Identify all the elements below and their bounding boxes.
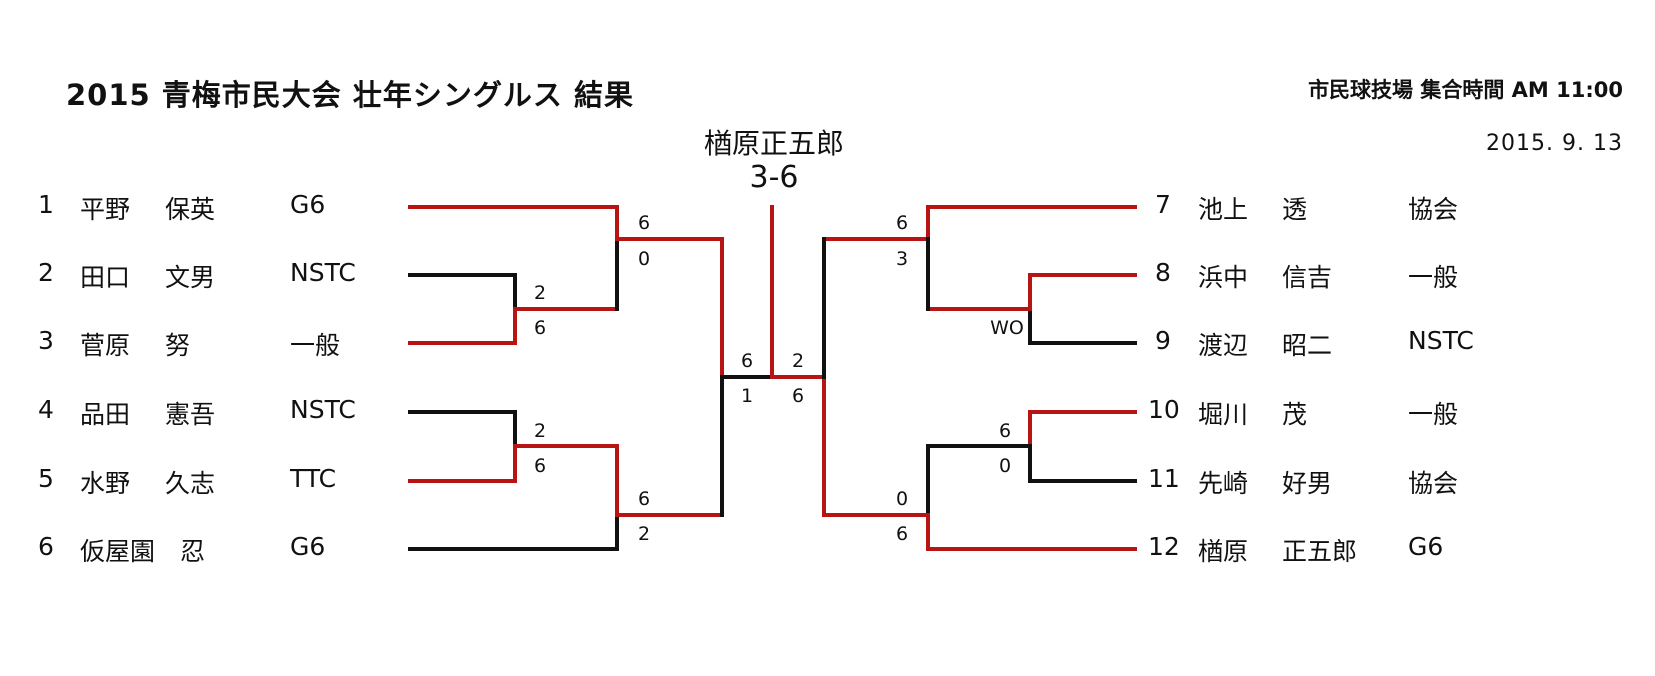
player-surname: 楢原 (1198, 537, 1249, 566)
champion-final-score: 3-6 (749, 160, 799, 195)
score-top: 2 (791, 350, 805, 372)
bracket-line-winner (615, 237, 724, 379)
player-seed: 5 (38, 464, 54, 493)
score-bottom: 3 (895, 248, 909, 270)
bracket-line-winner (408, 307, 517, 345)
score-top: 2 (533, 420, 547, 442)
player-seed: 8 (1155, 258, 1171, 287)
player-surname: 平野 (80, 195, 131, 224)
bracket-line-winner (1028, 410, 1137, 448)
bracket-line-loser (408, 513, 619, 551)
score-bottom: 1 (740, 385, 754, 407)
player-club: G6 (1408, 532, 1444, 561)
player-club: 一般 (1408, 400, 1459, 429)
score-top: 6 (637, 488, 651, 510)
player-seed: 2 (38, 258, 54, 287)
player-club: NSTC (1408, 326, 1474, 355)
player-club: TTC (290, 464, 337, 493)
player-seed: 3 (38, 326, 54, 355)
player-seed: 9 (1155, 326, 1171, 355)
score-bottom: 6 (895, 523, 909, 545)
player-surname: 堀川 (1198, 400, 1249, 429)
player-club: NSTC (290, 258, 356, 287)
player-surname: 先崎 (1198, 469, 1249, 498)
player-given-name: 努 (165, 331, 191, 360)
player-club: 一般 (290, 331, 341, 360)
event-date: 2015. 9. 13 (1486, 131, 1623, 156)
player-surname: 田口 (80, 263, 131, 292)
score-top: 6 (740, 350, 754, 372)
bracket-line-winner (408, 205, 619, 241)
score-bottom: 6 (533, 455, 547, 477)
page-title: 2015 青梅市民大会 壮年シングルス 結果 (66, 78, 635, 112)
score-top: 6 (637, 212, 651, 234)
player-given-name: 憲吾 (165, 400, 216, 429)
score-bottom: 0 (998, 455, 1012, 477)
player-surname: 水野 (80, 469, 131, 498)
player-given-name: 好男 (1282, 469, 1333, 498)
player-surname: 浜中 (1198, 263, 1249, 292)
player-given-name: 保英 (165, 195, 216, 224)
bracket-line-loser (408, 410, 517, 448)
player-club: 協会 (1408, 195, 1459, 224)
player-seed: 6 (38, 532, 54, 561)
bracket-line-winner (926, 513, 1137, 551)
player-surname: 品田 (80, 400, 131, 429)
bracket-line-winner (1028, 273, 1137, 311)
player-club: G6 (290, 532, 326, 561)
score-bottom: 6 (791, 385, 805, 407)
bracket-line-loser (1028, 444, 1137, 483)
player-surname: 仮屋園 (80, 537, 156, 566)
player-seed: 12 (1148, 532, 1180, 561)
score-top: 0 (895, 488, 909, 510)
bracket-line-loser (1028, 307, 1137, 345)
score-top: 6 (998, 420, 1012, 442)
player-surname: 菅原 (80, 331, 131, 360)
player-given-name: 久志 (165, 469, 216, 498)
player-given-name: 忍 (180, 537, 206, 566)
champion-name: 楢原正五郎 (703, 127, 844, 160)
bracket-line-winner (513, 444, 619, 517)
player-seed: 1 (38, 190, 54, 219)
score-top: 2 (533, 282, 547, 304)
player-seed: 7 (1155, 190, 1171, 219)
score-bottom: 2 (637, 523, 651, 545)
player-given-name: 透 (1282, 195, 1308, 224)
player-given-name: 昭二 (1282, 331, 1333, 360)
player-given-name: 正五郎 (1282, 537, 1358, 566)
score-top: 6 (895, 212, 909, 234)
player-club: NSTC (290, 395, 356, 424)
player-club: 一般 (1408, 263, 1459, 292)
player-given-name: 信吉 (1282, 263, 1333, 292)
player-club: G6 (290, 190, 326, 219)
venue-and-time: 市民球技場 集合時間 AM 11:00 (1308, 78, 1623, 102)
player-club: 協会 (1408, 469, 1459, 498)
player-seed: 10 (1148, 395, 1180, 424)
player-surname: 渡辺 (1198, 331, 1249, 360)
bracket-line-winner (408, 444, 517, 483)
score-walkover: WO (990, 317, 1024, 339)
score-bottom: 0 (637, 248, 651, 270)
player-surname: 池上 (1198, 195, 1249, 224)
player-seed: 11 (1148, 464, 1180, 493)
player-seed: 4 (38, 395, 54, 424)
player-given-name: 文男 (165, 263, 216, 292)
bracket-line-loser (408, 273, 517, 311)
score-bottom: 6 (533, 317, 547, 339)
bracket-line-winner (926, 205, 1137, 241)
player-given-name: 茂 (1282, 400, 1308, 429)
